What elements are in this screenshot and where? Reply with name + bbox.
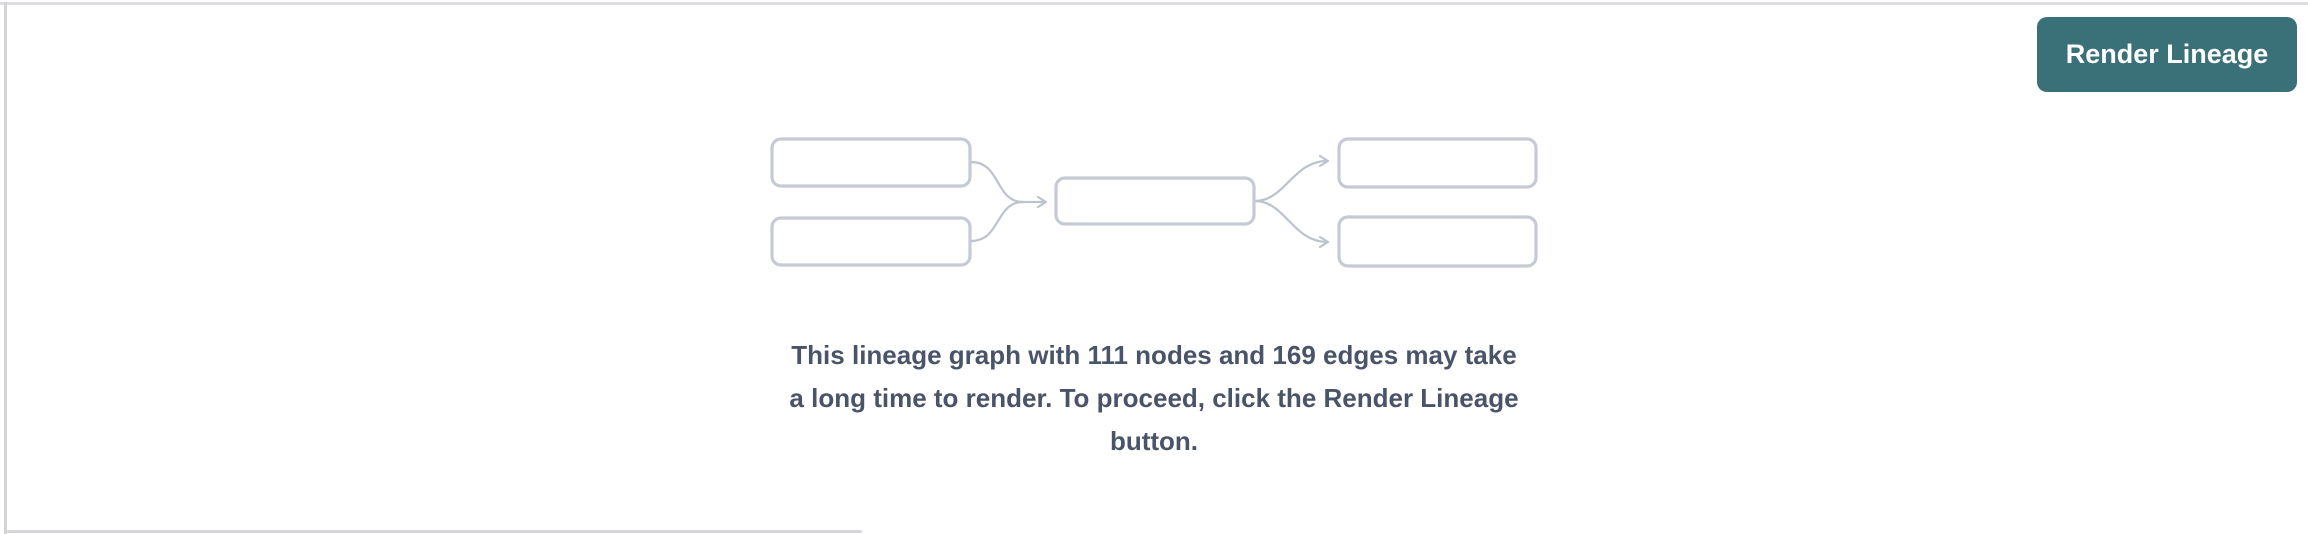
horizontal-scrollbar-thumb[interactable] bbox=[7, 530, 862, 533]
illustration-node bbox=[1337, 137, 1538, 189]
illustration-edge bbox=[970, 160, 1024, 204]
illustration-node bbox=[770, 216, 972, 267]
illustration-edge bbox=[970, 200, 1024, 243]
message-line-2: a long time to render. To proceed, click… bbox=[789, 383, 1519, 413]
render-warning-message: This lineage graph with 111 nodes and 16… bbox=[734, 334, 1574, 463]
illustration-edge-arrow bbox=[1254, 199, 1330, 249]
lineage-graph-illustration bbox=[769, 137, 1539, 269]
illustration-node bbox=[1054, 176, 1256, 226]
message-line-1: This lineage graph with 111 nodes and 16… bbox=[791, 340, 1517, 370]
illustration-node bbox=[770, 137, 972, 188]
lineage-graph-illustration-svg bbox=[770, 137, 1538, 268]
illustration-edge-arrow bbox=[1254, 154, 1330, 203]
render-lineage-button[interactable]: Render Lineage bbox=[2037, 17, 2297, 92]
illustration-node bbox=[1337, 215, 1538, 268]
panel-top-border bbox=[0, 2, 2308, 5]
panel-left-border bbox=[4, 2, 7, 534]
message-line-3: button. bbox=[1109, 426, 1199, 456]
